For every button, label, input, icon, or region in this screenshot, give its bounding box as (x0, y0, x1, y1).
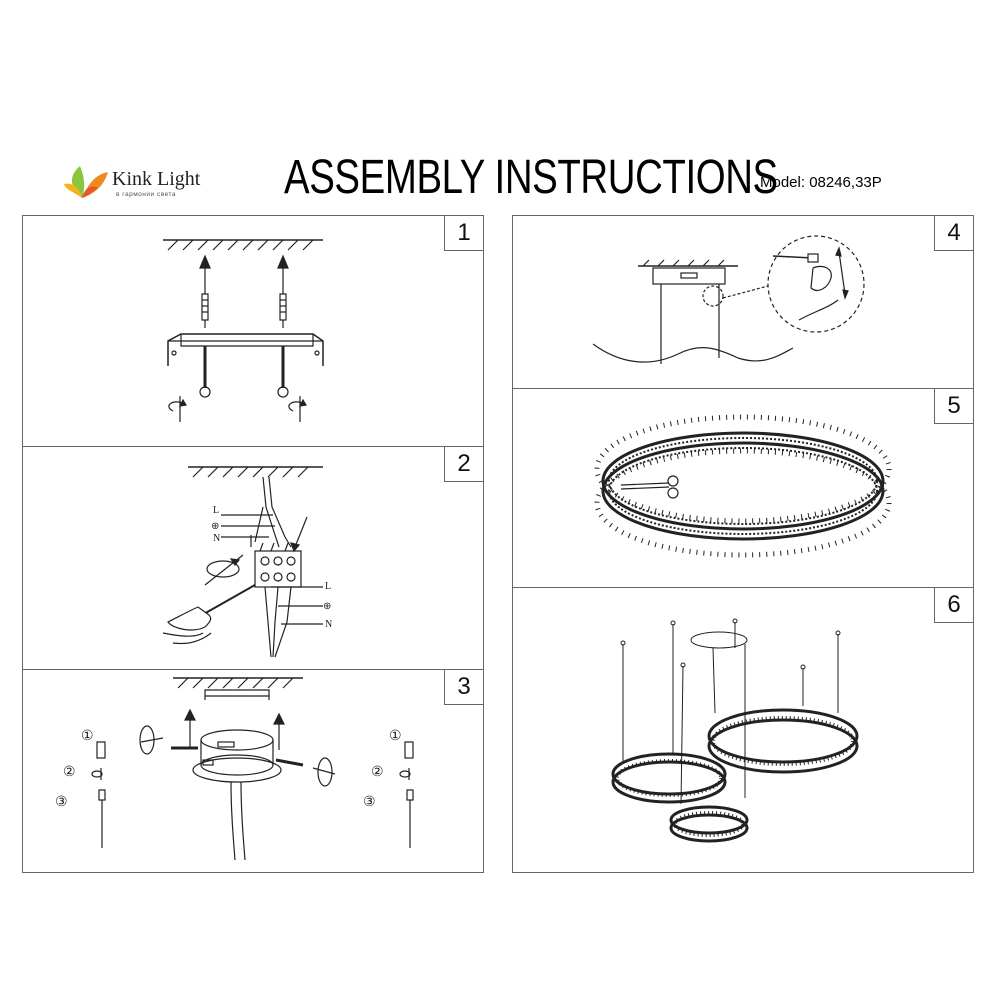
header: Kink Light в гармонии света ASSEMBLY INS… (0, 0, 1000, 215)
step-marker-3: ③ (363, 795, 376, 810)
step-2-panel: 2 (22, 446, 484, 670)
wire-label-neutral: N (325, 619, 332, 630)
step-number: 1 (444, 215, 484, 251)
step-6-panel: 6 (512, 587, 974, 873)
step-4-panel: 4 (512, 215, 974, 389)
brand-tagline: в гармонии света (116, 191, 177, 198)
step-marker-2: ② (371, 765, 384, 780)
crystal-ring-diagram (594, 414, 892, 558)
brand-name: Kink Light (112, 168, 201, 190)
canopy-mounting-diagram: ① ② ③ ① ② ③ (55, 677, 414, 861)
step-number: 5 (934, 388, 974, 424)
ceiling-hatching (167, 239, 314, 251)
wire-label-earth: ⊕ (211, 521, 219, 532)
step-number: 6 (934, 587, 974, 623)
step-1-panel: 1 (22, 215, 484, 447)
page-title: ASSEMBLY INSTRUCTIONS (284, 151, 778, 204)
model-number: Model: 08246,33P (760, 174, 882, 191)
assembled-chandelier-diagram (611, 618, 859, 843)
ceiling-bracket-diagram (163, 239, 324, 422)
leaf-logo-icon (64, 166, 108, 198)
wire-label-neutral: N (213, 533, 220, 544)
step-3-panel: 3 (22, 669, 484, 873)
wiring-diagram: L ⊕ N L ⊕ N (162, 466, 332, 658)
step-marker-1: ① (389, 729, 402, 744)
step-marker-1: ① (81, 729, 94, 744)
step-number: 3 (444, 669, 484, 705)
step-number: 2 (444, 446, 484, 482)
step-marker-3: ③ (55, 795, 68, 810)
wire-label-live: L (213, 505, 219, 516)
wire-label-earth: ⊕ (323, 601, 331, 612)
brand-logo: Kink Light в гармонии света (62, 158, 232, 206)
cable-adjustment-diagram (592, 235, 865, 364)
wire-label-live: L (325, 581, 331, 592)
step-marker-2: ② (63, 765, 76, 780)
step-5-panel: 5 (512, 388, 974, 588)
step-number: 4 (934, 215, 974, 251)
